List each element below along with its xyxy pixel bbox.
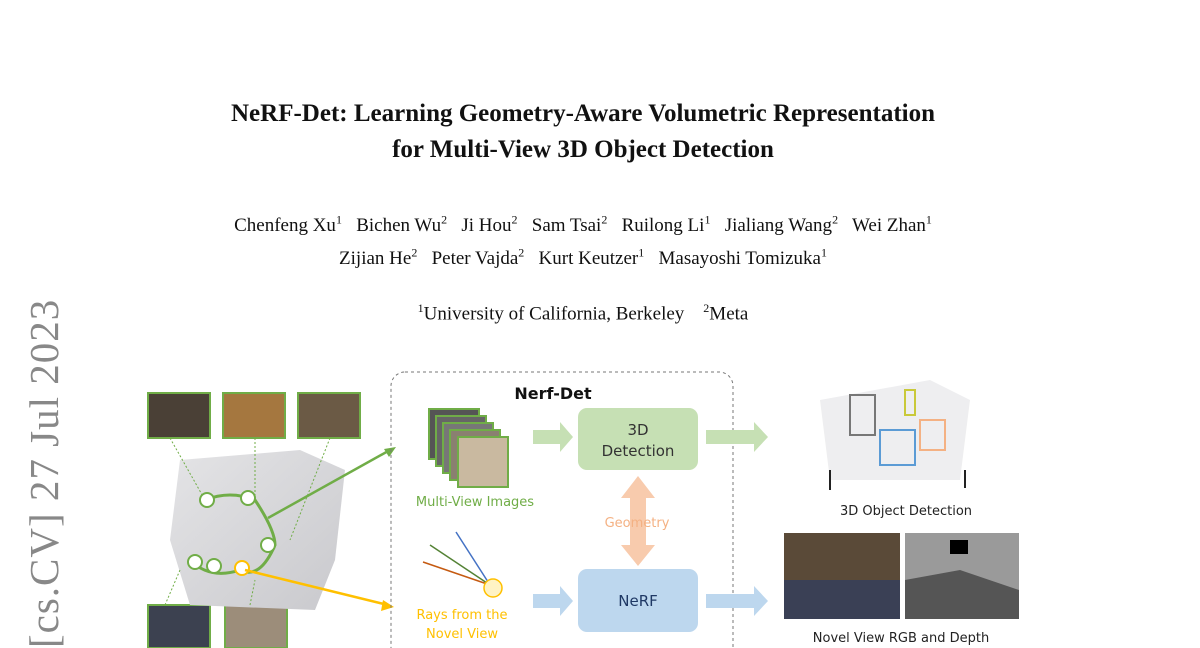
author: Bichen Wu2 [356,213,448,237]
camera-icons [187,490,276,576]
author-name: Jialiang Wang [724,215,833,237]
author-affiliation: 2 [441,213,448,227]
author-affiliation: 2 [511,213,518,227]
author-affiliation: 1 [925,213,932,227]
author-affiliation: 1 [638,246,645,260]
detection-box [578,408,698,470]
author-affiliation: 2 [832,213,839,227]
author: Sam Tsai2 [531,213,608,237]
rays-icon [422,531,503,598]
author: Chenfeng Xu1 [234,213,342,237]
author-name: Ruilong Li [621,215,705,237]
nerf-det-frame [390,371,734,648]
author-affiliation: 2 [518,246,525,260]
author-affiliation: 2 [601,213,608,227]
author-name: Bichen Wu [356,215,442,237]
author-name: Masayoshi Tomizuka [658,248,821,270]
author: Kurt Keutzer1 [538,246,645,270]
author-affiliation: 1 [820,246,827,260]
paper-title-line-1: NeRF-Det: Learning Geometry-Aware Volume… [231,100,935,127]
rays-label-line-1: Rays from the [416,608,507,623]
detection-label: 3D [627,421,648,439]
author-affiliation: 1 [704,213,711,227]
multi-view-label: Multi-View Images [416,495,534,510]
affiliations: 1University of California, Berkeley 2Met… [0,301,1166,325]
nerf-box [578,569,698,632]
scene-mesh [170,450,345,610]
output-detection-label: 3D Object Detection [840,504,972,519]
multi-view-images [428,408,509,488]
author: Masayoshi Tomizuka1 [658,246,827,270]
author-list-line-2: Zijian He2 Peter Vajda2 Kurt Keutzer1 Ma… [0,246,1166,270]
author: Ji Hou2 [461,213,518,237]
detection-label: Detection [602,442,675,460]
author-name: Chenfeng Xu [234,215,336,237]
author-affiliation: 2 [411,246,418,260]
nerf-det-title: Nerf-Det [514,384,592,403]
blue-arrows [533,586,768,616]
author: Peter Vajda2 [431,246,525,270]
author-list-line-1: Chenfeng Xu1 Bichen Wu2 Ji Hou2 Sam Tsai… [0,213,1166,237]
author: Ruilong Li1 [621,213,711,237]
rays-label-line-2: Novel View [426,627,498,642]
author-name: Sam Tsai [531,215,602,237]
author-name: Ji Hou [461,215,512,237]
author: Zijian He2 [339,246,418,270]
author-name: Wei Zhan [851,215,926,237]
affiliation-number: 1 [417,301,424,315]
author-name: Kurt Keutzer [538,248,639,270]
geometry-double-arrow [621,476,655,566]
geometry-label: Geometry [605,516,670,531]
author-affiliation: 1 [335,213,342,227]
paper-title-line-2: for Multi-View 3D Object Detection [392,136,774,163]
input-photo-thumbnails [147,392,361,648]
green-arrows [533,422,768,452]
output-nerf-label: Novel View RGB and Depth [813,631,989,646]
affiliation-name: University of California, Berkeley [423,303,685,325]
author: Wei Zhan1 [851,213,932,237]
author-name: Peter Vajda [431,248,519,270]
affiliation-number: 2 [703,301,710,315]
nerf-label: NeRF [618,592,658,610]
author-name: Zijian He [339,248,412,270]
author: Jialiang Wang2 [724,213,839,237]
affiliation-name: Meta [709,303,749,325]
3d-detection-result [820,380,970,490]
